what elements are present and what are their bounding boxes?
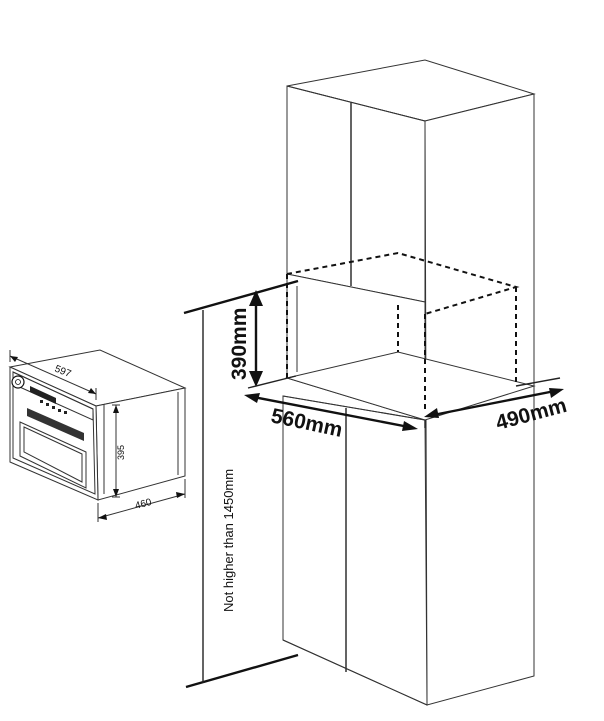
install-height-note: Not higher than 1450mm bbox=[221, 469, 236, 612]
niche-height-label: 390mm bbox=[228, 308, 251, 380]
oven-outline-dashed bbox=[286, 251, 520, 410]
oven-knob-icon bbox=[11, 375, 25, 389]
oven-depth-label: 460 bbox=[134, 497, 153, 512]
oven-buttons bbox=[40, 400, 67, 414]
niche-floor bbox=[285, 351, 536, 421]
oven-height-label: 395 bbox=[116, 445, 126, 460]
oven-display bbox=[30, 386, 56, 404]
oven-illustration: 597 395 460 bbox=[8, 349, 187, 522]
oven-side-face bbox=[95, 387, 186, 501]
oven-door-handle-icon bbox=[27, 408, 84, 441]
oven-window bbox=[19, 421, 87, 489]
oven-width-dimension-line bbox=[9, 355, 97, 395]
niche-width-arrow bbox=[247, 394, 415, 430]
niche-dimensions bbox=[183, 279, 564, 689]
install-top-reference-line bbox=[183, 279, 299, 315]
tall-cabinet bbox=[282, 59, 536, 706]
lower-cabinet-front bbox=[282, 395, 428, 706]
install-floor-reference-line bbox=[185, 653, 299, 689]
oven-depth-dimension-line bbox=[97, 493, 186, 519]
niche-depth-arrow bbox=[427, 388, 561, 418]
